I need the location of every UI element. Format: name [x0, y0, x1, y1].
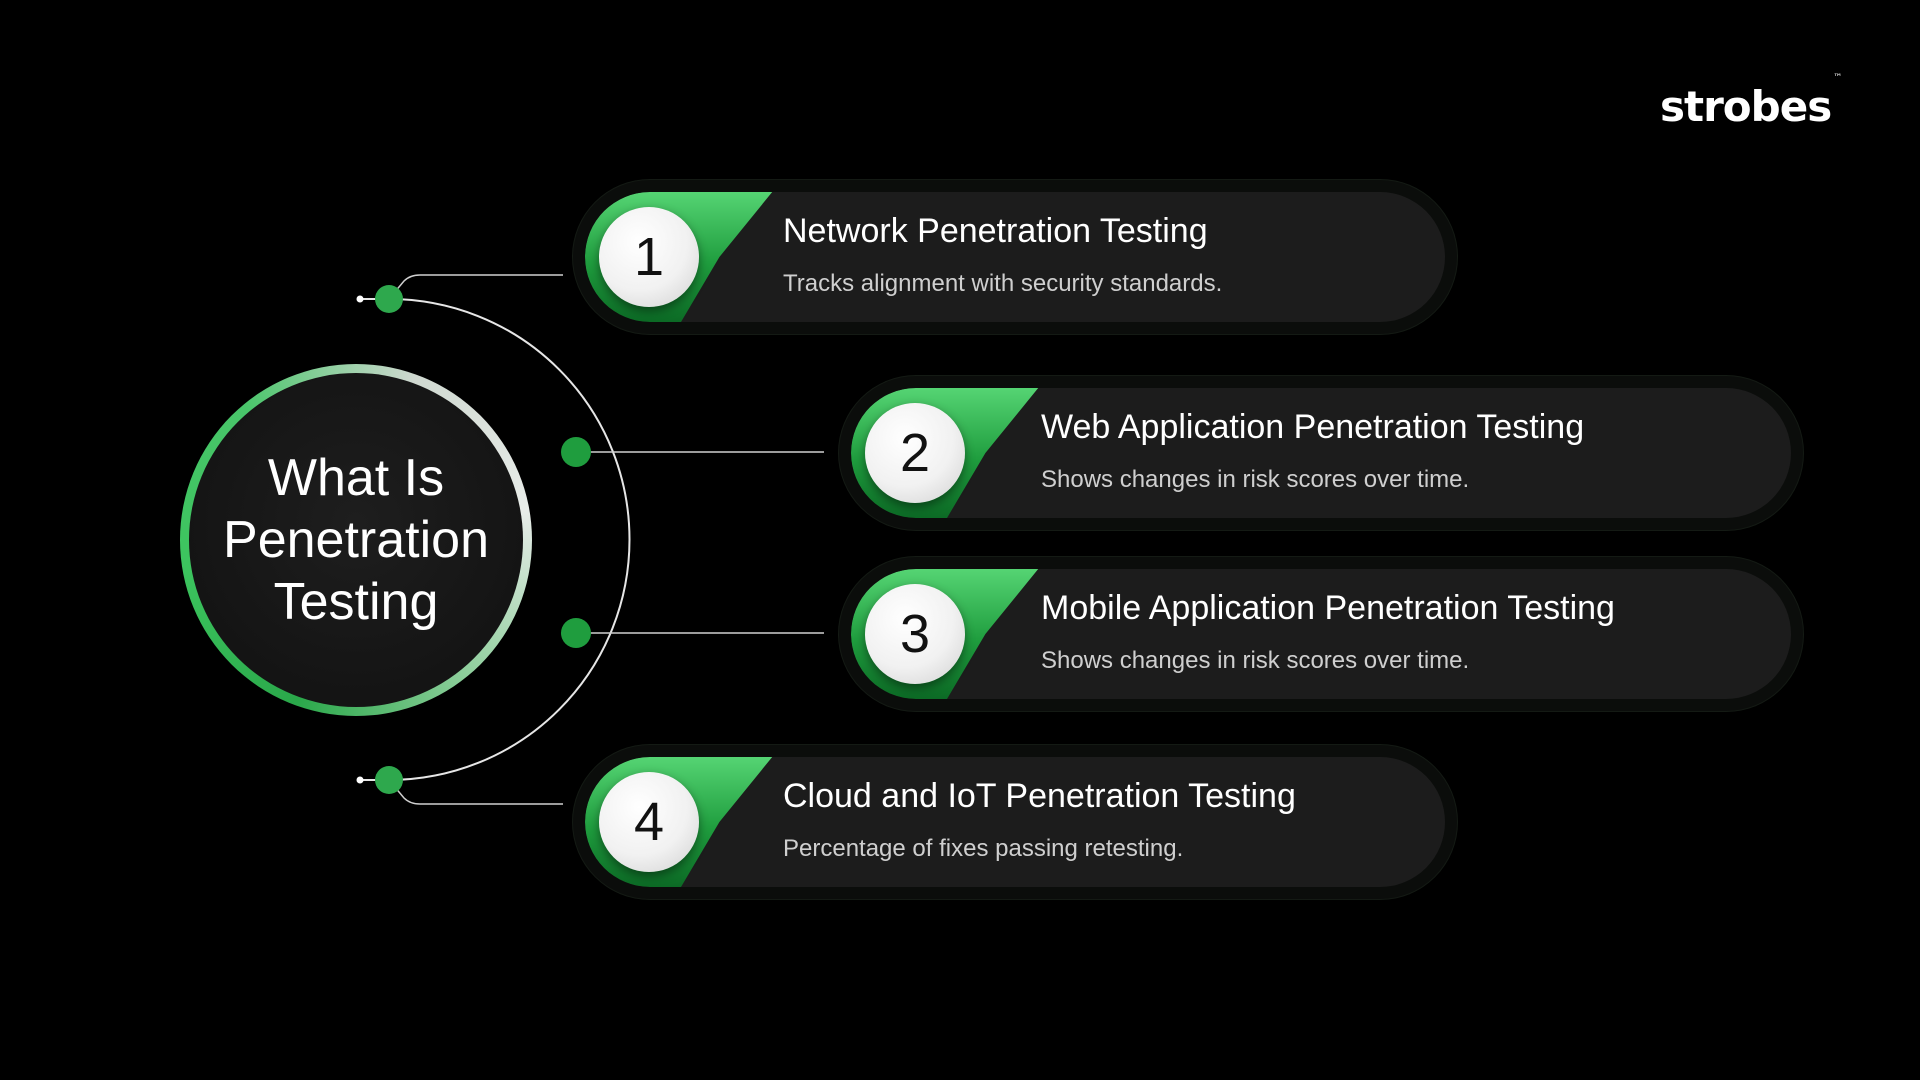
card-title: Network Penetration Testing [783, 212, 1208, 250]
hub-title: What Is Penetration Testing [223, 449, 489, 631]
hub-arc [388, 298, 631, 781]
card-description: Shows changes in risk scores over time. [1041, 466, 1470, 493]
number-badge: 3 [865, 584, 965, 684]
connector-4-node [375, 766, 403, 794]
card-title: Cloud and IoT Penetration Testing [783, 777, 1296, 815]
connector-4 [388, 779, 563, 805]
card-mobile-app-pentest: 3 Mobile Application Penetration Testing… [851, 569, 1791, 699]
card-description: Shows changes in risk scores over time. [1041, 647, 1470, 674]
trademark-mark: ™ [1833, 73, 1842, 83]
connector-1-end-dot [356, 295, 364, 303]
connector-2-node [561, 437, 591, 467]
connector-1-node [375, 285, 403, 313]
connector-1 [388, 274, 563, 300]
number-badge: 4 [599, 772, 699, 872]
card-description: Percentage of fixes passing retesting. [783, 835, 1184, 862]
connector-4-end-dot [356, 776, 364, 784]
card-network-pentest: 1 Network Penetration Testing Tracks ali… [585, 192, 1445, 322]
card-description: Tracks alignment with security standards… [783, 270, 1223, 297]
connector-3-node [561, 618, 591, 648]
strobes-logo: strobes™ [1660, 74, 1842, 128]
hub-circle: What Is Penetration Testing [189, 373, 523, 707]
card-web-app-pentest: 2 Web Application Penetration Testing Sh… [851, 388, 1791, 518]
card-title: Web Application Penetration Testing [1041, 408, 1585, 446]
number-badge: 1 [599, 207, 699, 307]
card-title: Mobile Application Penetration Testing [1041, 589, 1615, 627]
card-cloud-iot-pentest: 4 Cloud and IoT Penetration Testing Perc… [585, 757, 1445, 887]
logo-text: strobes [1660, 82, 1832, 131]
number-badge: 2 [865, 403, 965, 503]
